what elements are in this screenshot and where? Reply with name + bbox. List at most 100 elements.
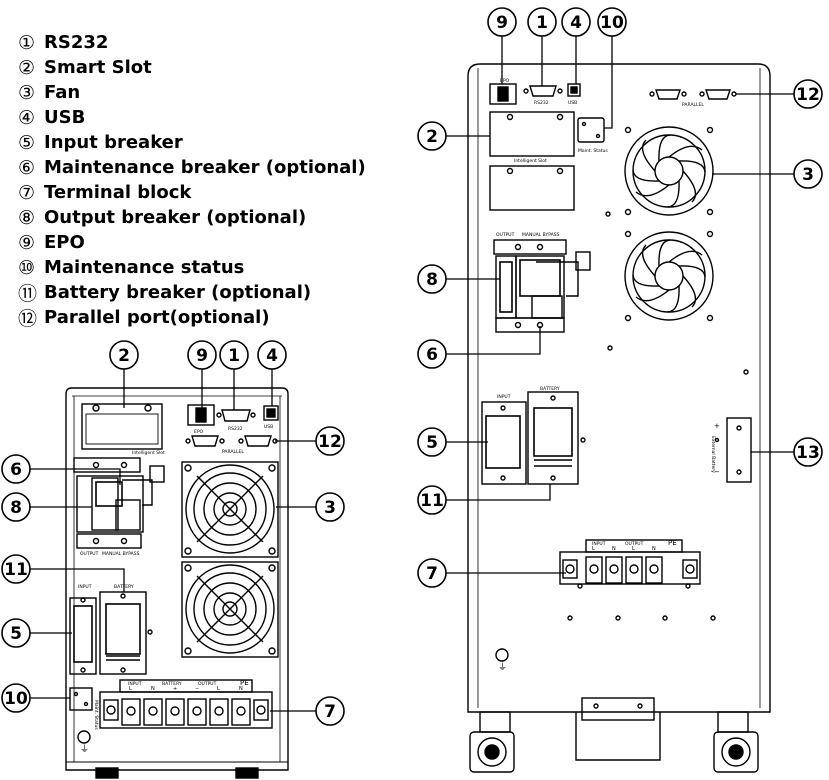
- large-maint-status-box: [577, 117, 605, 143]
- small-terminal-group-label: OUTPUT: [198, 681, 217, 687]
- small-terminal-pin-label: N: [239, 686, 243, 692]
- large-slot-label: Intelligent Slot: [514, 158, 547, 164]
- legend-marker: ⑫: [18, 308, 38, 330]
- small-slot-label: Intelligent Slot: [132, 450, 165, 456]
- small-battery-breaker: [99, 591, 147, 675]
- callout-marker: [1, 454, 31, 484]
- callout-marker: [793, 437, 823, 467]
- small-output-breaker: [76, 475, 144, 533]
- callout-marker: [417, 121, 447, 151]
- large-bypass-label: MANUAL BYPASS: [522, 232, 560, 238]
- legend-marker: ⑤: [18, 131, 36, 154]
- legend-label: Maintenance breaker (optional): [44, 157, 366, 178]
- small-rs232-port: [221, 409, 251, 422]
- small-usb-label: USB: [264, 424, 273, 430]
- legend-item: ⑤ Input breaker: [18, 130, 408, 155]
- large-usb-label: USB: [568, 100, 577, 106]
- legend-label: Input breaker: [44, 132, 183, 153]
- callout-label: 4: [570, 13, 582, 33]
- callout-label: 1: [228, 346, 240, 366]
- callout-label: 7: [324, 702, 336, 722]
- legend-marker: ⑥: [18, 156, 36, 179]
- callout-marker: [597, 7, 627, 37]
- small-terminal-pin: [209, 698, 229, 726]
- small-rs232-label: RS232: [228, 426, 243, 432]
- callout-marker: [1, 554, 31, 584]
- callout-marker: [793, 159, 823, 189]
- large-battery-breaker: [527, 391, 579, 485]
- callout-marker: [417, 485, 447, 515]
- large-terminal-pin: [645, 556, 663, 584]
- small-input-label: INPUT: [78, 584, 92, 590]
- callout-marker: [315, 426, 345, 456]
- large-terminal-group-label: OUTPUT: [625, 541, 644, 547]
- small-terminal-pin-label: L: [129, 686, 132, 692]
- large-unit: EPO RS232 USB PARALLEL Intelligent Slot …: [467, 63, 771, 773]
- large-ground-symbol: ⏚: [498, 662, 507, 673]
- callout-label: 8: [10, 498, 22, 518]
- large-rs232-port: [529, 85, 557, 97]
- small-epo: [187, 404, 215, 426]
- legend-marker: ②: [18, 56, 36, 79]
- large-output-breaker: [495, 255, 517, 319]
- large-battery-label: BATTERY: [540, 386, 560, 392]
- large-fan-2: [624, 230, 714, 322]
- callout-marker: [1, 492, 31, 522]
- large-smart-slot-2: [489, 165, 575, 211]
- small-terminal-group-label: INPUT: [128, 681, 142, 687]
- callout-marker: [315, 492, 345, 522]
- legend-marker: ①: [18, 31, 36, 54]
- large-maint-breaker: [515, 255, 565, 319]
- callout-marker: [257, 340, 287, 370]
- callout-label: 3: [802, 165, 814, 185]
- small-maint-status-box: [69, 687, 93, 711]
- small-terminal-pin-label: N: [151, 686, 155, 692]
- legend-marker: ⑨: [18, 231, 36, 254]
- large-left-caster: [469, 711, 515, 773]
- callout-label: 11: [420, 491, 444, 511]
- callout-marker: [793, 79, 823, 109]
- large-parallel-label: PARALLEL: [682, 102, 704, 108]
- small-maint-breaker-plate: [73, 457, 141, 473]
- large-terminal-pin: [605, 556, 623, 584]
- callout-label: 7: [426, 564, 438, 584]
- callout-marker: [1, 683, 31, 713]
- callout-marker: [417, 339, 447, 369]
- callout-label: 12: [318, 432, 342, 452]
- large-terminal-pin-label: L: [632, 546, 635, 552]
- small-terminal-pin: [231, 698, 251, 726]
- large-terminal-pin: [585, 556, 603, 584]
- legend-label: USB: [44, 107, 86, 128]
- legend-label: Maintenance status: [44, 257, 245, 278]
- callout-label: 2: [118, 346, 130, 366]
- legend-marker: ⑩: [18, 256, 36, 279]
- callout-label: 6: [10, 460, 22, 480]
- large-terminal-pin: [625, 556, 643, 584]
- large-epo-label: EPO: [500, 78, 510, 84]
- small-terminal-pin: [187, 698, 207, 726]
- callout-marker: [417, 264, 447, 294]
- small-maint-status-label: Maint. Status: [93, 700, 99, 730]
- large-smart-slot-1: [489, 111, 575, 157]
- small-terminal-pin-label: L: [217, 686, 220, 692]
- large-terminal-group-label: INPUT: [592, 541, 606, 547]
- large-breaker-plate-bottom: [495, 317, 565, 333]
- legend-item: ⑩ Maintenance status: [18, 255, 408, 280]
- callout-marker: [417, 558, 447, 588]
- large-fan-1: [624, 126, 714, 216]
- large-terminal-group-label: PE: [668, 539, 677, 547]
- small-ground-symbol: ⏚: [80, 744, 89, 755]
- callout-marker: [417, 427, 447, 457]
- small-terminal-pin: [143, 698, 163, 726]
- large-rs232-label: RS232: [534, 100, 549, 106]
- callout-label: 5: [426, 433, 438, 453]
- small-usb-port: [263, 405, 279, 421]
